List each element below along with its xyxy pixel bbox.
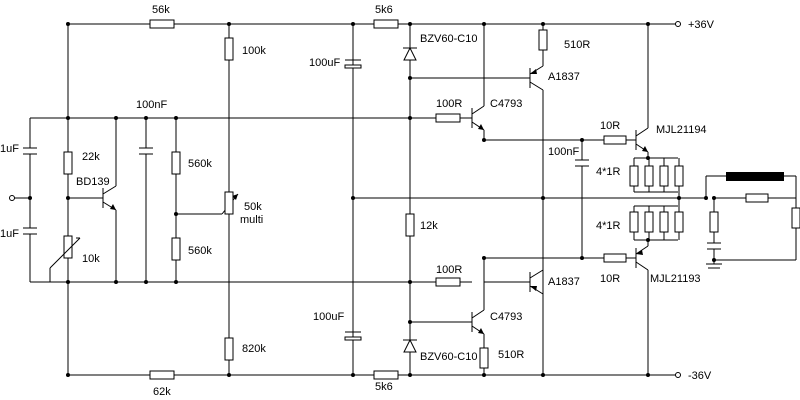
transistor-bd139 <box>68 118 117 282</box>
label-100uf-top: 100uF <box>309 57 340 69</box>
label-multi: multi <box>240 214 263 226</box>
label-12k: 12k <box>420 220 438 232</box>
label-100r-top: 100R <box>436 98 462 110</box>
zener-bottom <box>403 338 417 353</box>
label-negative-rail: -36V <box>688 370 712 382</box>
label-100nf-driver: 100nF <box>548 146 579 158</box>
pot-10k <box>63 235 73 259</box>
label-10k: 10k <box>82 253 100 265</box>
resistor-510r-top <box>538 29 548 51</box>
resistor-5k6-bottom <box>373 370 399 380</box>
trim-pot-50k <box>224 191 234 215</box>
label-100r-bottom: 100R <box>436 264 462 276</box>
label-22k: 22k <box>82 151 100 163</box>
label-1uf-bottom: 1uF <box>0 228 19 240</box>
label-10r-top: 10R <box>600 120 620 132</box>
resistor-5k6-top <box>373 19 399 29</box>
transistor-mjl21194 <box>635 24 649 158</box>
label-50k: 50k <box>244 201 262 213</box>
label-c4793-bottom: C4793 <box>490 311 522 323</box>
label-560k-bottom: 560k <box>188 245 212 257</box>
label-4x1r-bottom: 4*1R <box>596 220 621 232</box>
junction-dots <box>66 22 716 377</box>
resistor-560k-bottom <box>171 237 181 261</box>
transistor-a1837-top <box>529 50 544 375</box>
resistor-820k <box>224 337 234 361</box>
label-mjl21193: MJL21193 <box>650 273 701 285</box>
resistor-56k <box>149 19 175 29</box>
resistor-100r-top <box>435 113 461 123</box>
label-100uf-bottom: 100uF <box>313 311 344 323</box>
resistor-100k <box>224 37 234 61</box>
label-a1837-bottom: A1837 <box>548 276 580 288</box>
label-820k: 820k <box>242 343 266 355</box>
input-terminal <box>9 195 15 201</box>
label-100nf-bias: 100nF <box>136 99 167 111</box>
label-positive-rail: +36V <box>688 19 715 31</box>
label-1uf-top: 1uF <box>0 143 19 155</box>
input-cap-top <box>23 118 37 198</box>
label-510r-bottom: 510R <box>498 349 524 361</box>
label-bd139: BD139 <box>76 176 110 188</box>
pot-10k-wiper <box>49 237 81 269</box>
label-mjl21194: MJL21194 <box>656 124 707 136</box>
resistor-62k <box>149 370 175 380</box>
label-510r-top: 510R <box>564 39 590 51</box>
label-560k-top: 560k <box>188 158 212 170</box>
label-100k: 100k <box>242 45 266 57</box>
label-4x1r-top: 4*1R <box>596 166 621 178</box>
resistor-22k <box>63 151 73 175</box>
zener-top <box>403 46 417 61</box>
resistor-10r-top <box>603 135 627 145</box>
resistor-510r-bottom <box>479 347 489 369</box>
label-10r-bottom: 10R <box>600 273 620 285</box>
transistor-mjl21193 <box>635 240 649 375</box>
label-zener-bottom: BZV60-C10 <box>420 351 477 363</box>
cap-100nf-driver <box>575 140 589 258</box>
output-network <box>705 172 800 269</box>
label-5k6-bottom: 5k6 <box>375 381 393 393</box>
input-cap-bottom <box>23 198 37 282</box>
emitter-bank-bottom <box>629 205 684 241</box>
label-zener-top: BZV60-C10 <box>420 33 477 45</box>
resistor-12k <box>405 213 415 237</box>
transistor-c4793-top <box>471 24 582 141</box>
label-62k: 62k <box>153 386 171 398</box>
transistor-a1837-bottom <box>484 269 544 295</box>
label-a1837-top: A1837 <box>548 71 580 83</box>
output-inductor <box>726 172 784 181</box>
resistor-100r-bottom <box>435 277 461 287</box>
cap-100nf-bias <box>139 118 153 282</box>
resistor-560k-top <box>171 151 181 175</box>
resistor-10r-bottom <box>603 253 627 263</box>
label-c4793-top: C4793 <box>490 98 522 110</box>
cap-100uf-top <box>344 59 362 69</box>
cap-100uf-bottom <box>344 331 362 341</box>
label-56k: 56k <box>152 4 170 16</box>
emitter-bank-top <box>629 157 684 193</box>
label-5k6-top: 5k6 <box>375 4 393 16</box>
